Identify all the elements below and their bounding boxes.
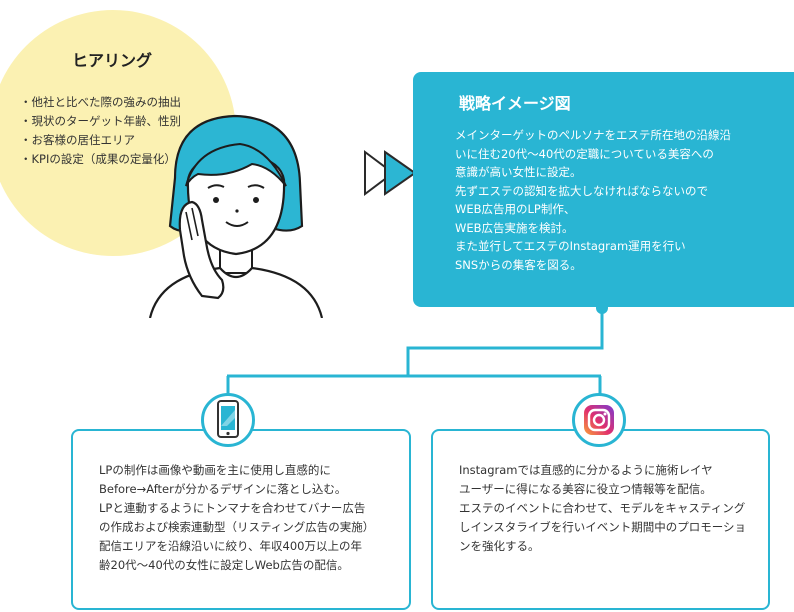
hearing-item: ・現状のターゲット年齢、性別 [20,114,181,128]
strategy-body: メインターゲットのペルソナをエステ所在地の沿線沿 いに住む20代～40代の定職に… [455,128,731,272]
instagram-card-text: Instagramでは直感的に分かるように施術レイヤ ユーザーに得になる美容に役… [459,463,747,553]
lp-card-text: LPの制作は画像や動画を主に使用し直感的に Before→Afterが分かるデザ… [99,463,375,572]
hearing-item: ・KPIの設定（成果の定量化） [20,152,176,166]
double-arrow-icon [364,150,417,196]
instagram-card: Instagramでは直感的に分かるように施術レイヤ ユーザーに得になる美容に役… [431,429,770,610]
smartphone-icon-circle [201,393,255,447]
hearing-item: ・他社と比べた際の強みの抽出 [20,95,181,109]
smartphone-icon [217,400,239,438]
hearing-list: ・他社と比べた際の強みの抽出 ・現状のターゲット年齢、性別 ・お客様の居住エリア… [20,93,230,169]
instagram-icon [584,405,614,435]
instagram-icon-circle [572,393,626,447]
thinking-woman-illustration [148,114,324,318]
strategy-title: 戦略イメージ図 [459,94,571,113]
hearing-item: ・お客様の居住エリア [20,133,135,147]
lp-card: LPの制作は画像や動画を主に使用し直感的に Before→Afterが分かるデザ… [71,429,411,610]
hearing-title: ヒアリング [72,51,153,70]
strategy-box: 戦略イメージ図 メインターゲットのペルソナをエステ所在地の沿線沿 いに住む20代… [413,72,794,307]
